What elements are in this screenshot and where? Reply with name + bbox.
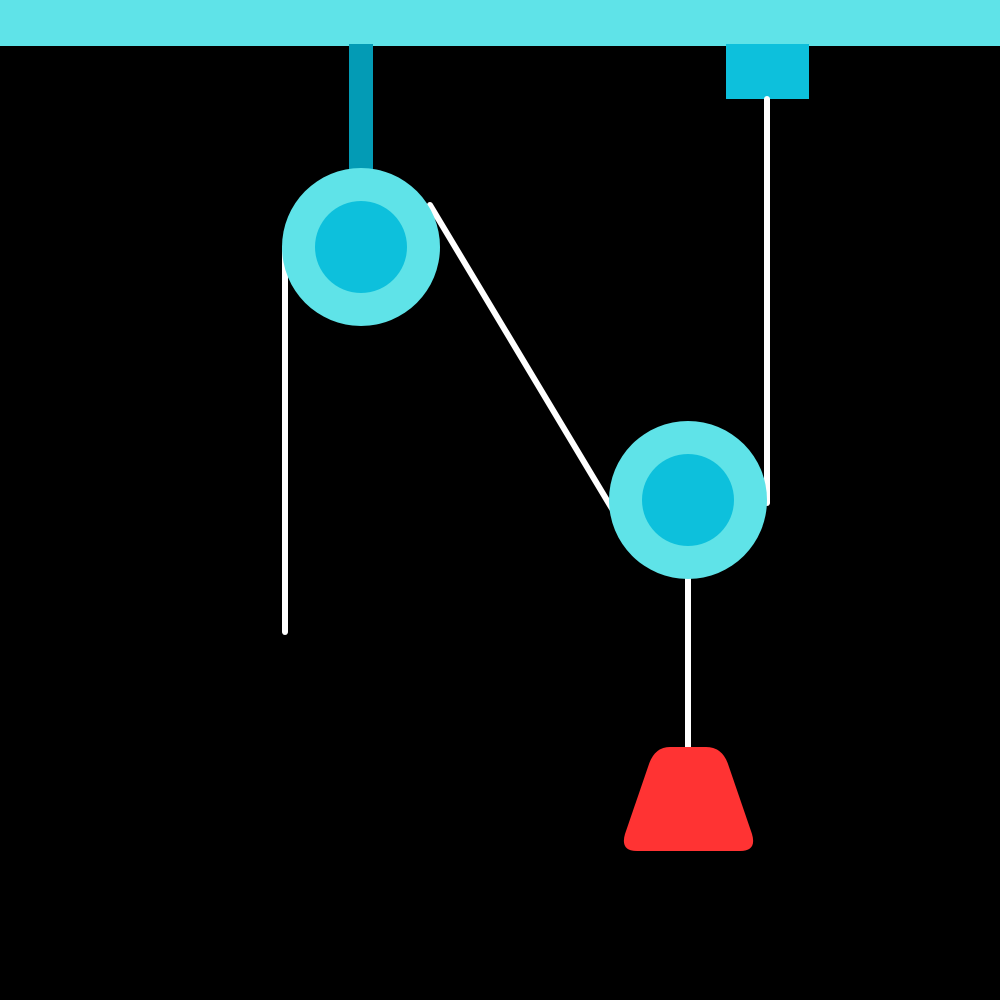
fixed-pulley-hub [315, 201, 407, 293]
rope-diagonal [427, 202, 617, 515]
pulley-support-rod [349, 44, 373, 174]
movable-pulley-hub [642, 454, 734, 546]
weight [623, 747, 754, 851]
rope-anchor-block [726, 44, 809, 99]
ceiling [0, 0, 1000, 46]
